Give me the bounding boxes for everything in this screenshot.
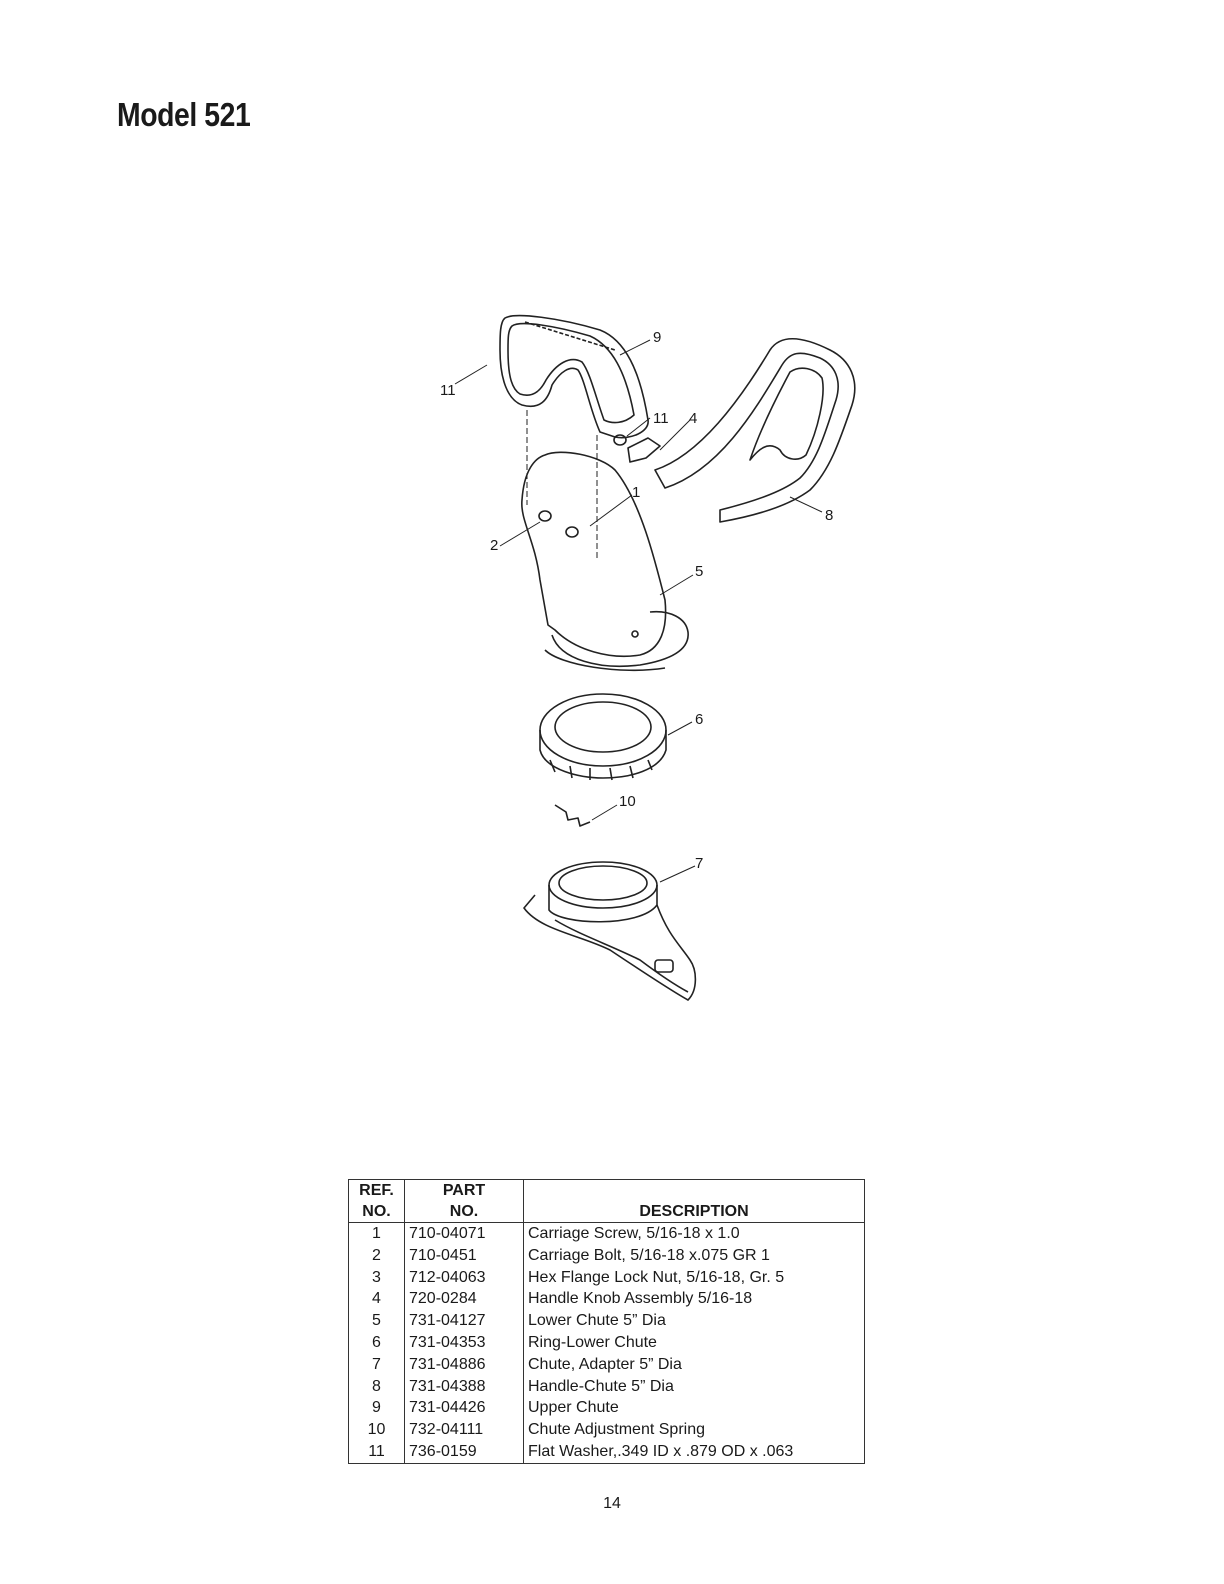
- part-number-cell: 710-04071: [404, 1222, 524, 1245]
- callout-11-right: 11: [653, 410, 669, 427]
- callout-10: 10: [619, 793, 636, 810]
- description-cell: Handle-Chute 5” Dia: [523, 1375, 865, 1398]
- callout-9: 9: [653, 329, 661, 346]
- part-number-cell: 712-04063: [404, 1266, 524, 1289]
- ref-cell: 8: [348, 1375, 405, 1398]
- page-number: 14: [603, 1495, 621, 1512]
- ref-cell: 1: [348, 1222, 405, 1245]
- callout-5: 5: [695, 563, 703, 580]
- callout-6: 6: [695, 711, 703, 728]
- spring-part: [554, 804, 591, 827]
- description-cell: Hex Flange Lock Nut, 5/16-18, Gr. 5: [523, 1266, 865, 1289]
- nut-and-washer-parts: [613, 434, 661, 463]
- description-cell: Upper Chute: [523, 1397, 865, 1420]
- upper-chute-part: [499, 314, 649, 439]
- table-header-row: REF. NO. PART NO. DESCRIPTION: [348, 1179, 865, 1223]
- part-number-cell: 731-04353: [404, 1331, 524, 1354]
- callout-2: 2: [490, 537, 498, 554]
- ref-cell: 2: [348, 1244, 405, 1267]
- description-cell: Chute Adjustment Spring: [523, 1419, 865, 1441]
- ref-cell: 11: [348, 1440, 405, 1464]
- chute-handle-part: [654, 338, 856, 523]
- description-header: DESCRIPTION: [523, 1179, 865, 1223]
- description-cell: Chute, Adapter 5” Dia: [523, 1353, 865, 1376]
- lower-chute-ring-part: [539, 693, 667, 781]
- part-header-line2: NO.: [449, 1203, 479, 1220]
- callout-8: 8: [825, 507, 833, 524]
- ref-cell: 9: [348, 1397, 405, 1420]
- description-cell: Carriage Screw, 5/16-18 x 1.0: [523, 1222, 865, 1245]
- callout-11-left: 11: [440, 382, 456, 399]
- callout-1: 1: [632, 484, 640, 501]
- part-number-cell: 731-04886: [404, 1353, 524, 1376]
- callout-4: 4: [689, 410, 697, 427]
- lower-chute-part: [521, 451, 689, 672]
- ref-cell: 10: [348, 1419, 405, 1441]
- part-number-cell: 731-04127: [404, 1310, 524, 1332]
- page-title: Model 521: [117, 96, 251, 133]
- exploded-parts-diagram: 3 9 11 11 4 1 8 2 5 6 10 7: [440, 314, 856, 1001]
- ref-cell: 7: [348, 1353, 405, 1376]
- description-cell: Lower Chute 5” Dia: [523, 1310, 865, 1332]
- ref-header-line1: REF.: [359, 1182, 394, 1199]
- description-cell: Handle Knob Assembly 5/16-18: [523, 1288, 865, 1311]
- callout-labels: 3 9 11 11 4 1 8 2 5 6 10 7: [440, 329, 833, 872]
- ref-cell: 6: [348, 1331, 405, 1354]
- description-cell: Carriage Bolt, 5/16-18 x.075 GR 1: [523, 1244, 865, 1267]
- part-number-cell: 710-0451: [404, 1244, 524, 1267]
- ref-cell: 4: [348, 1288, 405, 1311]
- part-number-cell: 731-04426: [404, 1397, 524, 1420]
- part-header-line1: PART: [442, 1182, 486, 1199]
- callout-7: 7: [695, 855, 703, 872]
- description-cell: Flat Washer,.349 ID x .879 OD x .063: [523, 1440, 865, 1464]
- part-number-cell: 732-04111: [404, 1419, 524, 1441]
- part-number-cell: 731-04388: [404, 1375, 524, 1398]
- leader-lines: [454, 339, 823, 883]
- description-cell: Ring-Lower Chute: [523, 1331, 865, 1354]
- ref-header-line2: NO.: [362, 1203, 391, 1220]
- part-no-header: PART NO.: [404, 1179, 524, 1223]
- ref-cell: 3: [348, 1266, 405, 1289]
- part-number-cell: 736-0159: [404, 1440, 524, 1464]
- part-number-cell: 720-0284: [404, 1288, 524, 1311]
- ref-no-header: REF. NO.: [348, 1179, 405, 1223]
- ref-cell: 5: [348, 1310, 405, 1332]
- chute-adapter-part: [523, 861, 697, 1001]
